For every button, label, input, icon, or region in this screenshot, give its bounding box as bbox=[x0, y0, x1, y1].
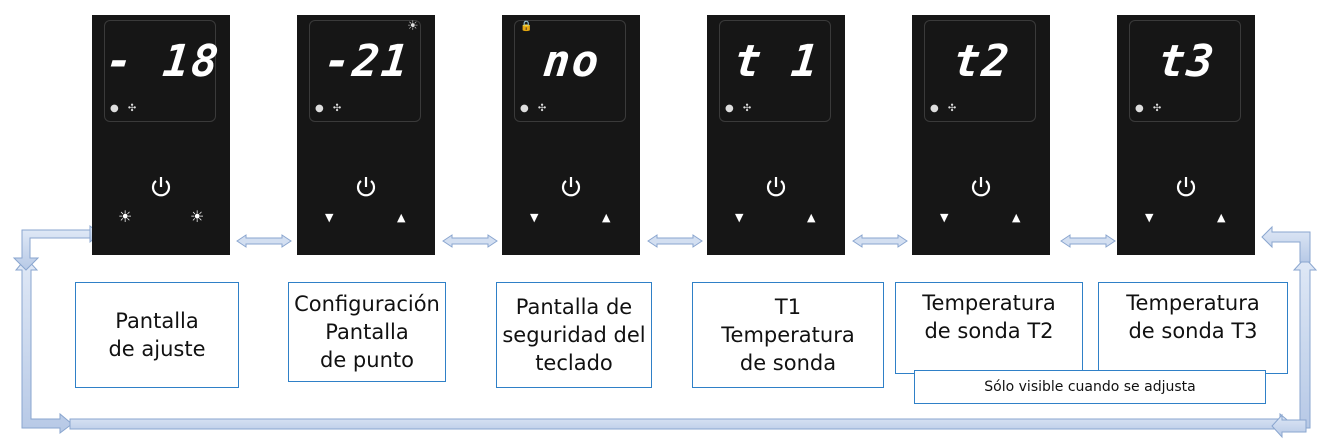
display-readout: t3 bbox=[1155, 36, 1219, 87]
power-icon[interactable] bbox=[559, 175, 583, 199]
display-panel-keyboard-lock: 🔒 no ● ✣ ▼ ▲ bbox=[502, 15, 640, 255]
display-readout: t 1 bbox=[731, 36, 823, 87]
right-loop-arrow bbox=[1261, 225, 1318, 439]
label-box-t1: T1 Temperatura de sonda bbox=[692, 282, 884, 388]
up-key-icon[interactable]: ▲ bbox=[1012, 211, 1021, 224]
display-panel-t3: t3 ● ✣ ▼ ▲ bbox=[1117, 15, 1255, 255]
down-key-icon[interactable]: ▼ bbox=[940, 211, 949, 224]
power-icon[interactable] bbox=[354, 175, 378, 199]
double-arrow-icon bbox=[1060, 234, 1116, 248]
display-panel-t1: t 1 ● ✣ ▼ ▲ bbox=[707, 15, 845, 255]
power-icon[interactable] bbox=[1174, 175, 1198, 199]
label-box-t2: Temperatura de sonda T2 bbox=[895, 282, 1083, 374]
sun-icon: ☀ bbox=[407, 19, 419, 34]
display-window bbox=[924, 20, 1036, 122]
label-text: Temperatura de sonda T2 bbox=[922, 291, 1056, 343]
display-window bbox=[309, 20, 421, 122]
up-key-flashing-icon[interactable]: ☀ bbox=[190, 207, 205, 226]
power-icon[interactable] bbox=[969, 175, 993, 199]
label-text: Configuración Pantalla de punto bbox=[294, 292, 440, 372]
up-key-icon[interactable]: ▲ bbox=[807, 211, 816, 224]
display-readout: no bbox=[540, 36, 604, 87]
display-panel-setpoint: - 18 ● ✣ ☀ ☀ bbox=[92, 15, 230, 255]
up-key-icon[interactable]: ▲ bbox=[397, 211, 406, 224]
double-arrow-icon bbox=[647, 234, 703, 248]
down-key-icon[interactable]: ▼ bbox=[735, 211, 744, 224]
display-window bbox=[1129, 20, 1241, 122]
display-readout: t2 bbox=[950, 36, 1014, 87]
visibility-note: Sólo visible cuando se adjusta bbox=[914, 370, 1266, 404]
lock-icon: 🔒 bbox=[520, 21, 533, 32]
label-box-t3: Temperatura de sonda T3 bbox=[1098, 282, 1288, 374]
down-key-icon[interactable]: ▼ bbox=[325, 211, 334, 224]
label-box-keyboard-lock: Pantalla de seguridad del teclado bbox=[496, 282, 652, 388]
label-text: Temperatura de sonda T3 bbox=[1126, 291, 1260, 343]
status-indicators: ● ✣ bbox=[930, 103, 960, 114]
display-panel-setpoint-config: ☀ -21 ● ✣ ▼ ▲ bbox=[297, 15, 435, 255]
up-key-icon[interactable]: ▲ bbox=[602, 211, 611, 224]
status-indicators: ● ✣ bbox=[520, 103, 550, 114]
power-icon[interactable] bbox=[149, 175, 173, 199]
up-key-icon[interactable]: ▲ bbox=[1217, 211, 1226, 224]
bottom-loop-arrow bbox=[69, 412, 1293, 436]
power-icon[interactable] bbox=[764, 175, 788, 199]
display-window bbox=[514, 20, 626, 122]
double-arrow-icon bbox=[442, 234, 498, 248]
status-indicators: ● ✣ bbox=[1135, 103, 1165, 114]
display-panel-t2: t2 ● ✣ ▼ ▲ bbox=[912, 15, 1050, 255]
down-key-icon[interactable]: ▼ bbox=[1145, 211, 1154, 224]
double-arrow-icon bbox=[852, 234, 908, 248]
status-indicators: ● ✣ bbox=[725, 103, 755, 114]
down-key-flashing-icon[interactable]: ☀ bbox=[118, 207, 133, 226]
display-window bbox=[104, 20, 216, 122]
label-text: T1 Temperatura de sonda bbox=[721, 295, 855, 375]
label-box-setpoint: Pantalla de ajuste bbox=[75, 282, 239, 388]
label-box-setpoint-config: Configuración Pantalla de punto bbox=[288, 282, 446, 382]
status-indicators: ● ✣ bbox=[110, 103, 140, 114]
status-indicators: ● ✣ bbox=[315, 103, 345, 114]
display-window bbox=[719, 20, 831, 122]
display-readout: -21 bbox=[321, 36, 413, 87]
down-key-icon[interactable]: ▼ bbox=[530, 211, 539, 224]
label-text: Pantalla de ajuste bbox=[108, 309, 206, 361]
display-readout: - 18 bbox=[103, 36, 223, 87]
double-arrow-icon bbox=[236, 234, 292, 248]
label-text: Pantalla de seguridad del teclado bbox=[502, 295, 646, 375]
